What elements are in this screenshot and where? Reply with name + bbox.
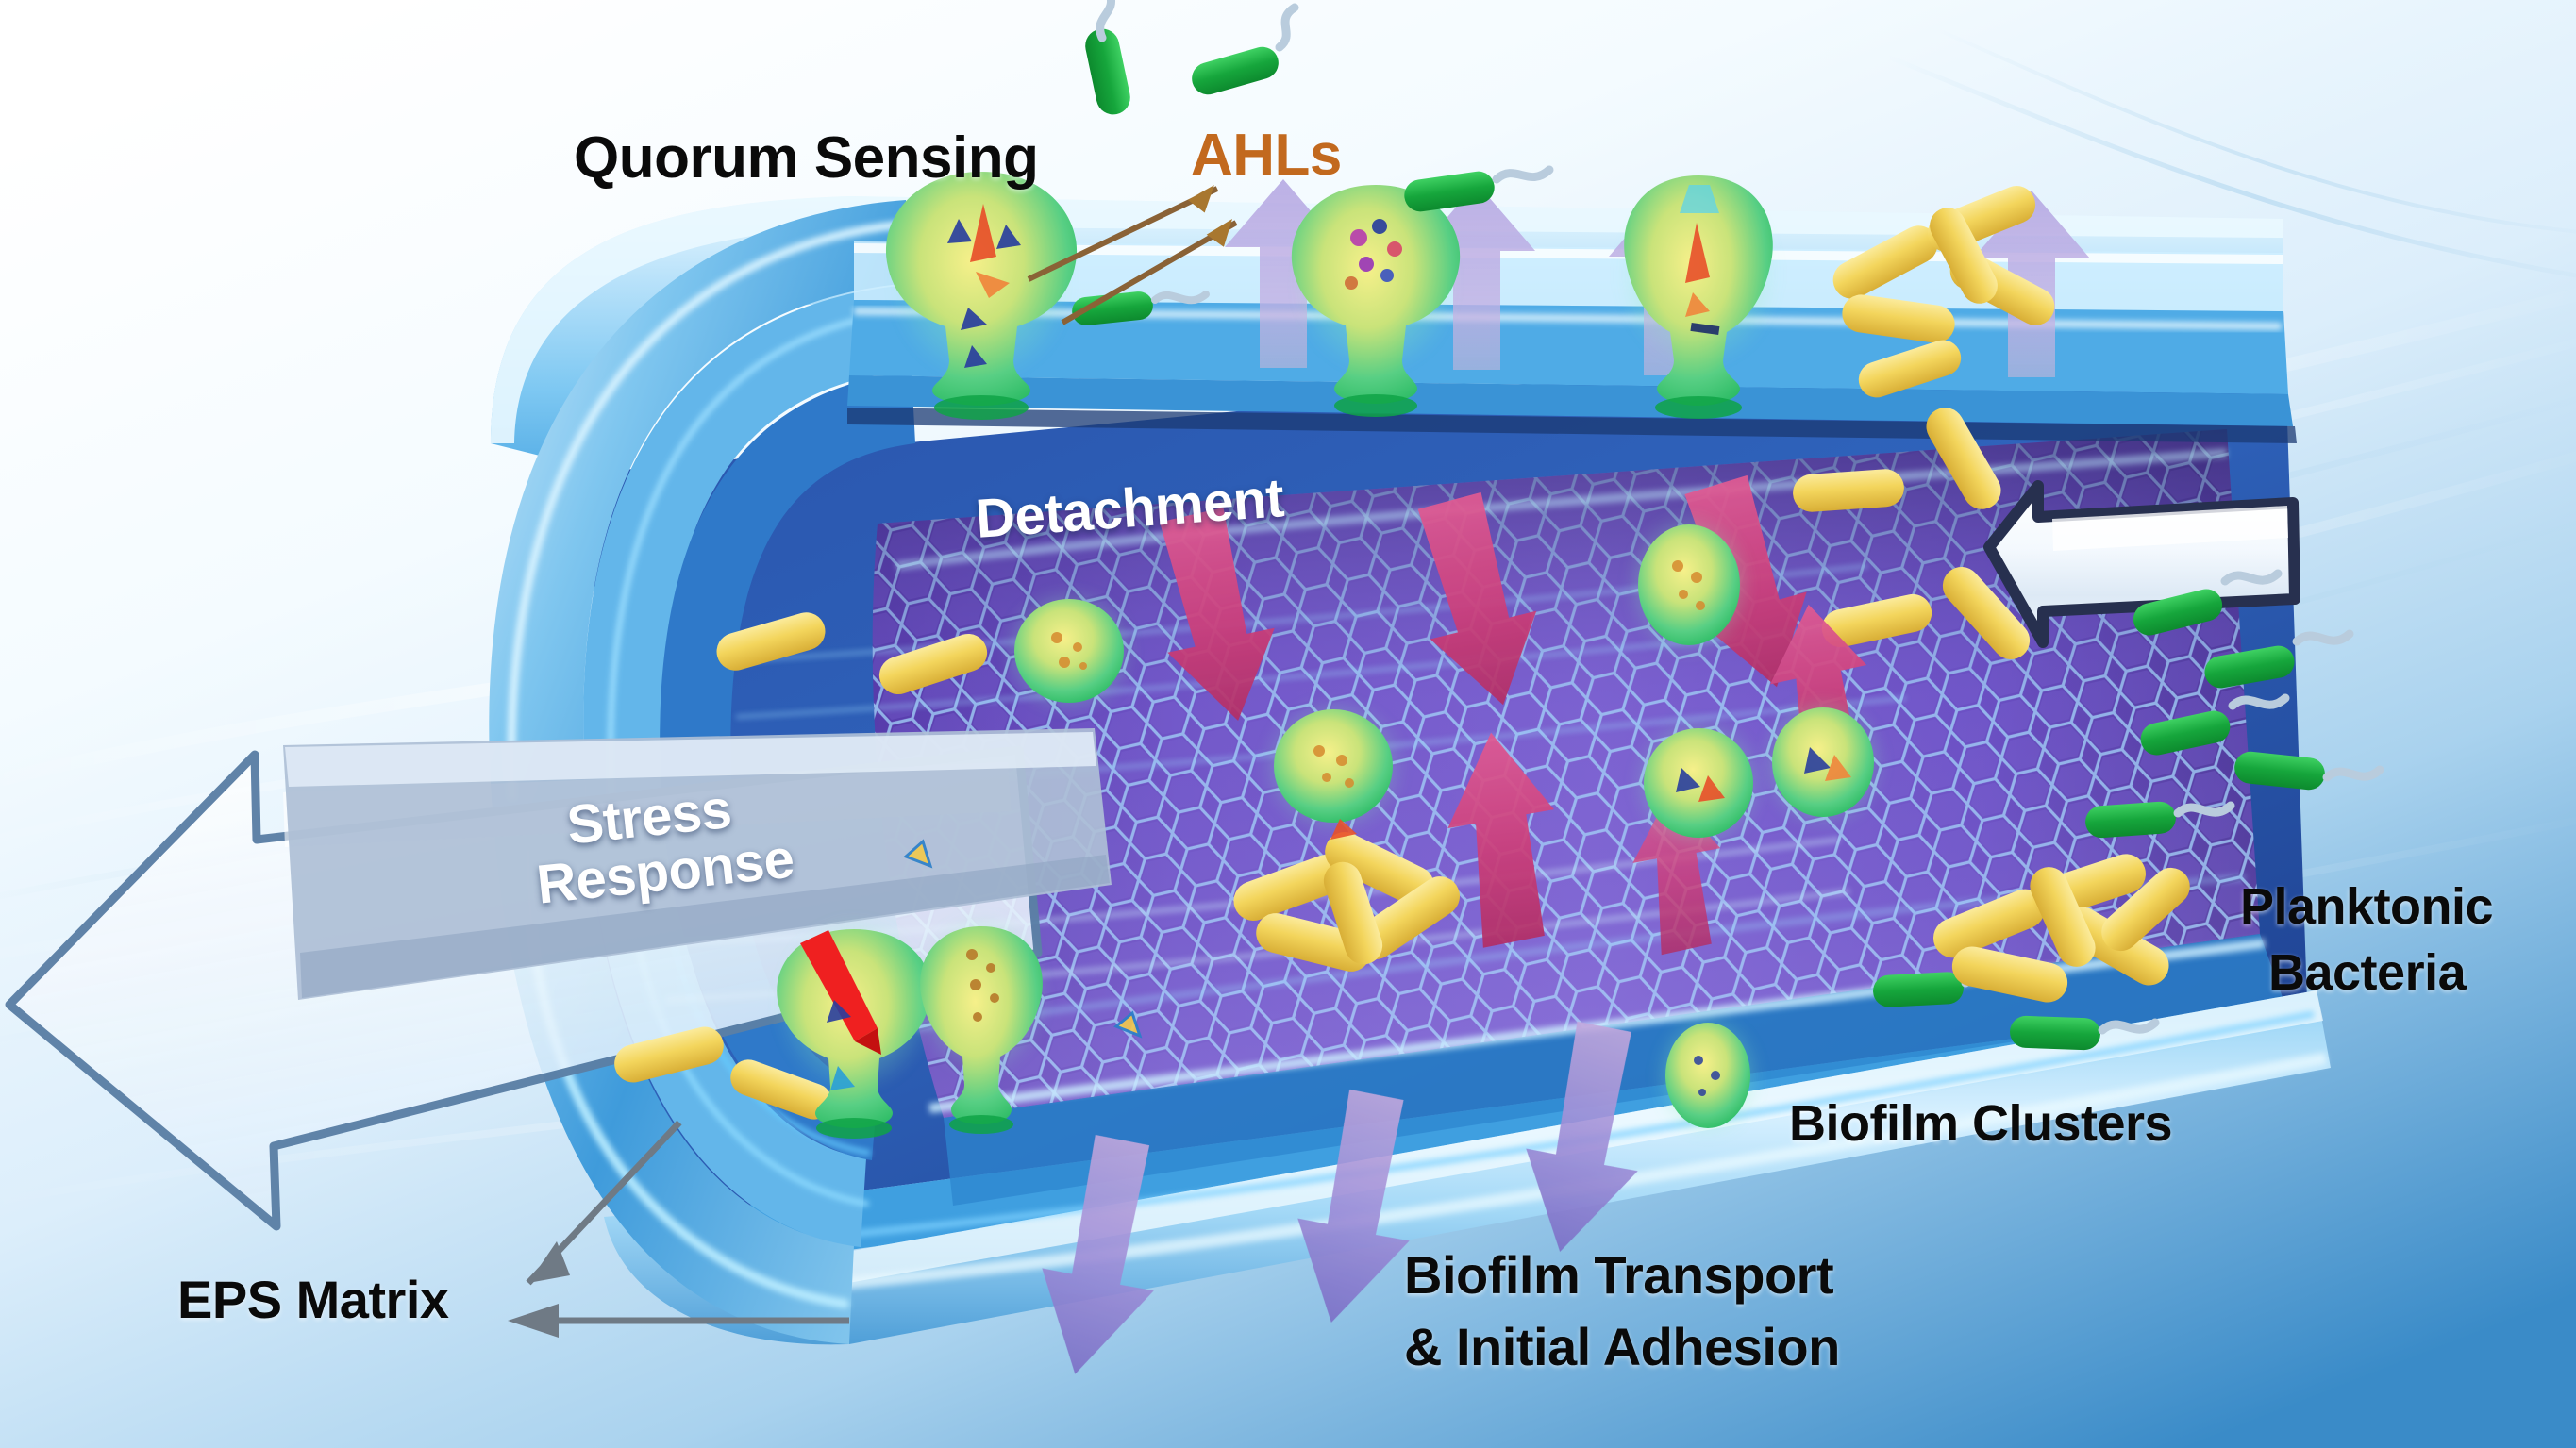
adhesion-arrows	[1042, 1021, 1638, 1374]
planktonic-bacterium	[2234, 751, 2384, 791]
planktonic-bacterium	[1404, 165, 1554, 212]
label-detachment: Detachment	[973, 467, 1286, 550]
yellow-rod-cluster	[1233, 832, 1460, 972]
yellow-rod-cluster	[1932, 854, 2190, 1003]
planktonic-bacterium	[2133, 569, 2283, 636]
interior-biofilm-cluster	[1001, 587, 1137, 715]
matrix-arrow-up	[1447, 732, 1554, 948]
label-planktonic-line1: Planktonic	[2240, 878, 2494, 935]
planktonic-bacterium	[1192, 3, 1299, 95]
label-transport-line2: & Initial Adhesion	[1404, 1317, 1840, 1376]
adhesion-arrow	[1526, 1021, 1638, 1253]
yellow-rod-cluster	[1793, 340, 2031, 659]
surface-microcolony	[885, 172, 1078, 420]
yellow-rod-cluster	[614, 612, 988, 1120]
inflow-arrow	[1983, 480, 2300, 648]
label-ahls: AHLs	[1191, 123, 1342, 188]
planktonic-bacterium	[2010, 1015, 2160, 1051]
quorum-sensing-pointer-arrows	[1027, 185, 1238, 325]
label-eps-matrix: EPS Matrix	[177, 1270, 449, 1329]
interior-biofilm-cluster	[1631, 715, 1766, 851]
adhesion-arrow	[1042, 1134, 1154, 1374]
interior-biofilm-cluster	[1653, 1011, 1763, 1140]
label-quorum-sensing: Quorum Sensing	[574, 125, 1039, 191]
detachment-arrow-down	[1159, 508, 1275, 722]
detachment-arrow-down	[1417, 491, 1537, 706]
interior-biofilm-cluster	[1260, 696, 1407, 840]
interior-biofilm-cluster-stalked	[775, 916, 933, 1139]
surface-microcolony	[1617, 175, 1780, 419]
eps-fragment	[903, 839, 1143, 1039]
stress-response-panel	[283, 728, 1112, 1000]
planktonic-bacterium	[1072, 291, 1210, 325]
label-biofilm-clusters: Biofilm Clusters	[1789, 1095, 2173, 1152]
planktonic-bacterium	[2140, 693, 2290, 756]
planktonic-bacteria-cloud	[1873, 569, 2384, 1051]
yellow-rod-cluster	[1832, 186, 2055, 343]
interior-biofilm-cluster	[1625, 511, 1753, 658]
interior-biofilm-cluster	[1759, 694, 1887, 830]
planktonic-bacterium	[2085, 801, 2235, 839]
eps-matrix-pointer-arrows	[508, 1120, 849, 1338]
planktonic-bacterium	[2204, 629, 2354, 689]
interior-biofilm-cluster-stalked	[913, 912, 1049, 1134]
label-planktonic-line2: Bacteria	[2268, 944, 2467, 1001]
planktonic-bacterium	[1085, 0, 1130, 115]
surface-microcolony	[1291, 185, 1461, 417]
label-transport-line1: Biofilm Transport	[1404, 1245, 1834, 1305]
adhesion-arrow	[1297, 1089, 1410, 1323]
